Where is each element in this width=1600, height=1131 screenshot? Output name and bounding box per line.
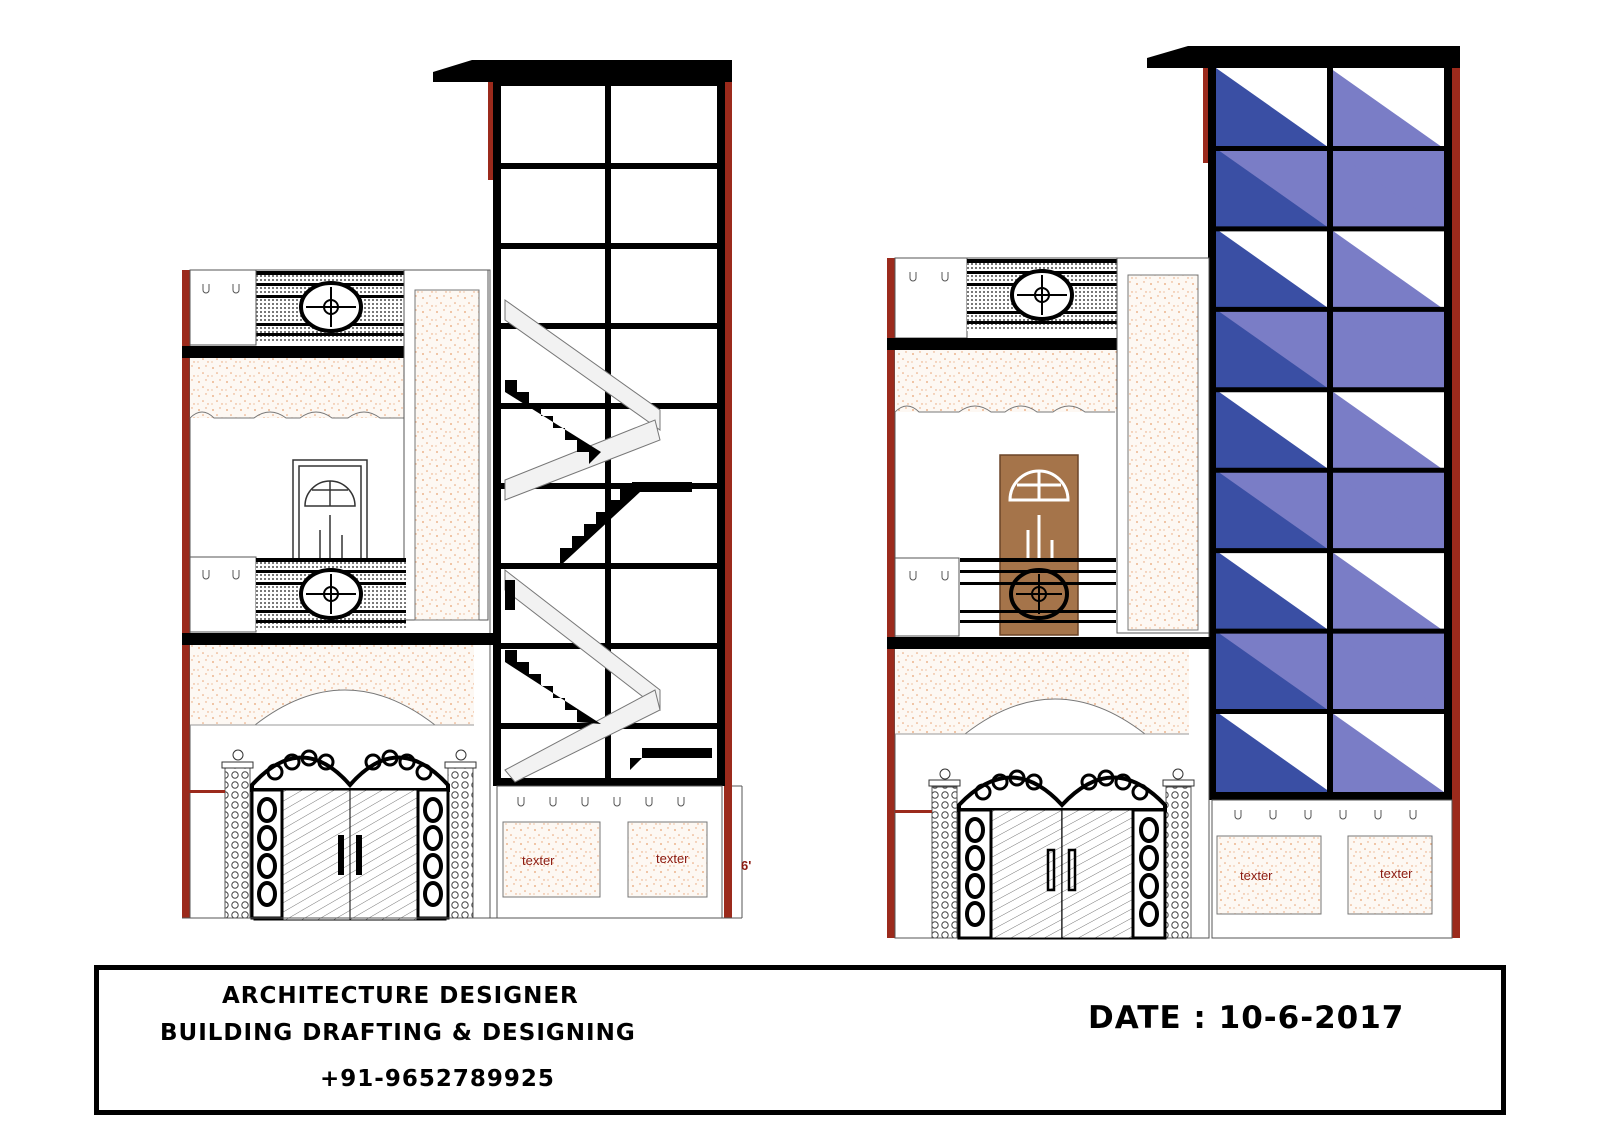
right-elevation: texter texter <box>887 46 1460 940</box>
glass-pane-shade <box>1216 148 1330 229</box>
glass-pane-shade <box>1330 711 1444 792</box>
staircase <box>504 299 712 783</box>
glass-pane-shade <box>1330 631 1444 712</box>
left-panel-label-1: texter <box>522 853 555 868</box>
glass-pane-shade <box>1330 68 1444 149</box>
glass-pane-shade <box>1216 711 1330 792</box>
glass-pane-shade <box>1216 389 1330 471</box>
right-gate <box>957 769 1167 940</box>
glass-pane-shade <box>1330 389 1444 471</box>
tower-wall-red-left <box>488 72 495 180</box>
glass-pane-shade <box>1216 550 1330 632</box>
glass-pane-shade <box>1216 228 1330 310</box>
tower-parapet <box>433 60 732 82</box>
glass-pane-shade <box>1216 470 1330 551</box>
right-panel-label-1: texter <box>1240 868 1273 883</box>
glass-pane-shade <box>1330 148 1444 229</box>
right-panel-label-2: texter <box>1380 866 1413 881</box>
left-elevation: texter texter 6' <box>182 60 751 921</box>
glass-facade <box>1208 60 1452 800</box>
drawing-date: DATE : 10-6-2017 <box>1088 1000 1405 1036</box>
glass-pane-shade <box>1330 550 1444 632</box>
title-block <box>94 965 1506 1115</box>
tower-wall-red-right <box>724 82 732 918</box>
glass-pane-shade <box>1216 68 1330 149</box>
glass-pane-shade <box>1330 228 1444 310</box>
service-subtitle: BUILDING DRAFTING & DESIGNING <box>160 1020 636 1046</box>
designer-title: ARCHITECTURE DESIGNER <box>222 983 579 1009</box>
left-wall-red <box>182 270 190 918</box>
glass-pane-shade <box>1330 309 1444 390</box>
dimension-label: 6' <box>741 858 751 873</box>
phone-number: +91-9652789925 <box>320 1066 555 1092</box>
glass-pane-shade <box>1216 309 1330 390</box>
glass-pane-shade <box>1330 470 1444 551</box>
left-panel-label-2: texter <box>656 851 689 866</box>
glass-pane-shade <box>1216 631 1330 712</box>
